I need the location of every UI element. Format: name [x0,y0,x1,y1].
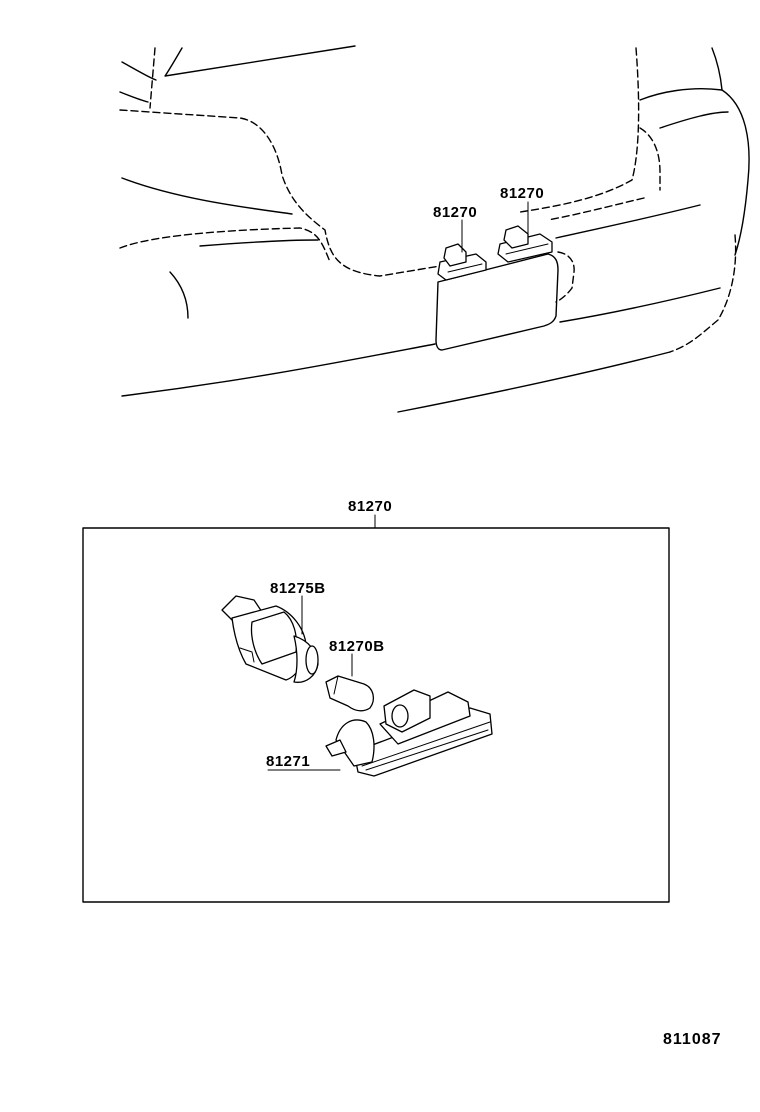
vehicle-rear-body [119,45,750,413]
callout-81271: 81271 [266,753,310,770]
license-lamp-left-installed[interactable] [437,243,487,281]
callout-81270-assembly: 81270 [348,498,392,515]
license-lamp-right-installed[interactable] [497,225,553,263]
lamp-lens-housing[interactable] [325,689,493,777]
callout-81270-right: 81270 [500,185,544,202]
wedge-bulb[interactable] [325,675,375,712]
callout-81270b: 81270B [329,638,385,655]
assembly-frame [82,527,670,903]
callout-81275b: 81275B [270,580,326,597]
callout-81270-left: 81270 [433,204,477,221]
diagram-code: 811087 [663,1031,722,1048]
bulb-socket[interactable] [221,595,319,683]
